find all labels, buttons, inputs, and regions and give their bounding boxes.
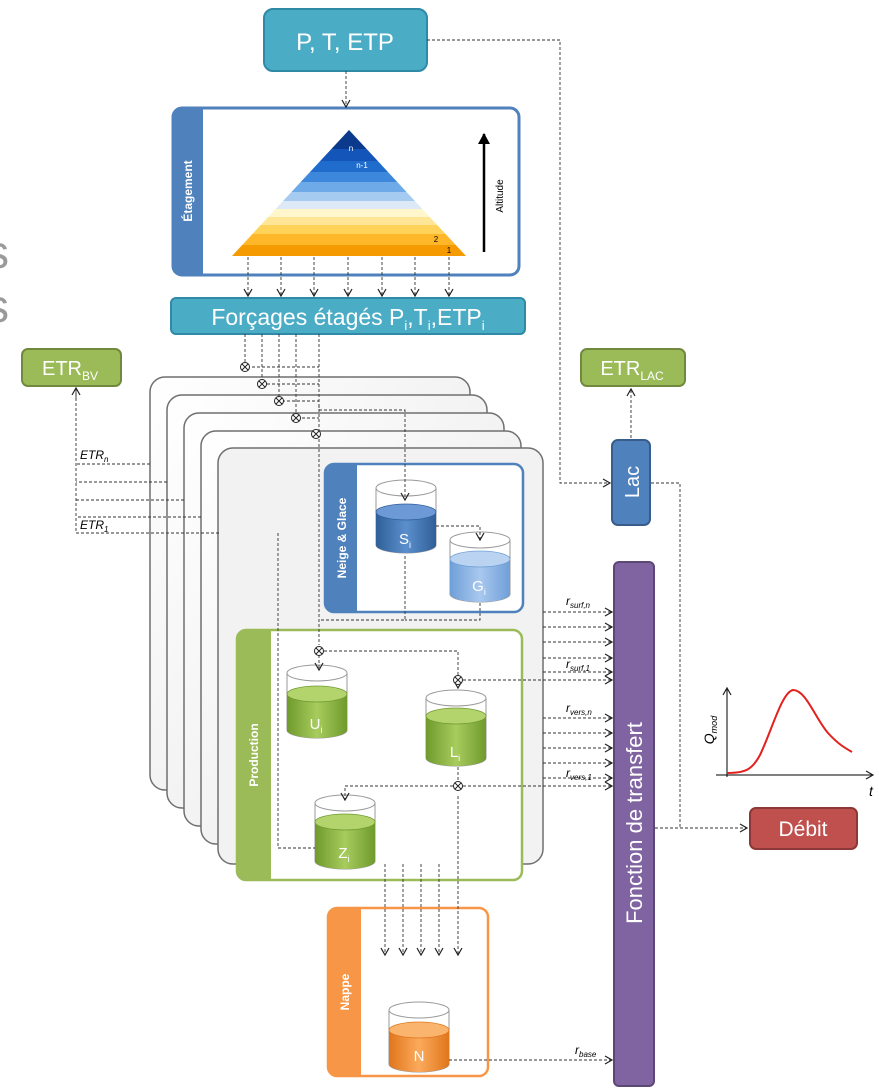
soil-store-l-label: Li <box>450 744 460 763</box>
soil-store-l-cylinder <box>425 689 487 767</box>
junction-6 <box>314 646 324 656</box>
rvers-1-label: rvers,1 <box>566 766 592 782</box>
nappe-title: Nappe <box>338 973 352 1010</box>
junction-3 <box>274 396 284 406</box>
forcages-label: Forçages étagés Pi,Ti,ETPi <box>211 304 484 333</box>
etr-bv-label: ETRBV <box>42 358 98 383</box>
junction-2 <box>257 379 267 389</box>
altitude-label: Altitude <box>495 179 506 213</box>
junction-markers <box>240 362 463 791</box>
layer-label-2: 2 <box>434 235 439 244</box>
soil-store-u-label: Ui <box>310 716 323 735</box>
junction-7 <box>453 675 463 685</box>
groundwater-store-cylinder <box>388 1001 450 1073</box>
left-edge-glyph-1: s <box>0 226 9 278</box>
layer-label-1: 1 <box>447 246 452 255</box>
snow-store-label: Si <box>399 531 411 550</box>
left-edge-glyph-2: s <box>0 280 9 332</box>
etr-n-label: ETRn <box>80 448 109 464</box>
junction-8 <box>453 781 463 791</box>
etr-lac-box <box>580 348 686 387</box>
lac-label: Lac <box>622 466 644 498</box>
nappe-tab <box>328 908 361 1076</box>
rvers-n-label: rvers,n <box>566 701 592 717</box>
layer-label-n: n <box>349 144 353 153</box>
junction-4 <box>291 413 301 423</box>
etr-bv-box <box>21 348 122 387</box>
etagement-title: Étagement <box>180 160 195 221</box>
soil-store-z-label: Zi <box>338 845 349 864</box>
production-title: Production <box>247 723 261 786</box>
hydrograph-xlabel: t <box>869 783 874 799</box>
hydrograph-ylabel: Qmod <box>701 715 719 744</box>
glacier-store-label: Gi <box>472 578 486 597</box>
soil-store-u-cylinder <box>286 664 348 739</box>
inputs-label: P, T, ETP <box>296 29 394 56</box>
groundwater-store-label: N <box>414 1048 425 1065</box>
junction-1 <box>240 362 250 372</box>
etr-1-label: ETR1 <box>80 518 108 534</box>
rbase-label: rbase <box>575 1043 597 1059</box>
etr-lac-label: ETRLAC <box>600 358 664 383</box>
etagement-tab <box>173 108 203 275</box>
transfer-function-bar <box>613 561 655 1087</box>
debit-label: Débit <box>778 818 827 841</box>
rsurf-n-label: rsurf,n <box>566 594 591 610</box>
hydrograph <box>716 686 875 780</box>
debit-box <box>749 807 858 850</box>
lac-box <box>611 439 651 526</box>
production-tab <box>237 630 271 880</box>
snow-store-cylinder <box>375 479 437 554</box>
neige-glace-title: Neige & Glace <box>335 497 349 578</box>
layer-label-n-1: n-1 <box>356 161 368 170</box>
forcages-box <box>170 297 526 335</box>
neige-glace-tab <box>325 464 357 612</box>
rsurf-1-label: rsurf,1 <box>566 657 590 673</box>
junction-5 <box>311 429 321 439</box>
flow-connectors <box>75 39 749 1065</box>
transfer-function-label: Fonction de transfert <box>622 722 647 924</box>
